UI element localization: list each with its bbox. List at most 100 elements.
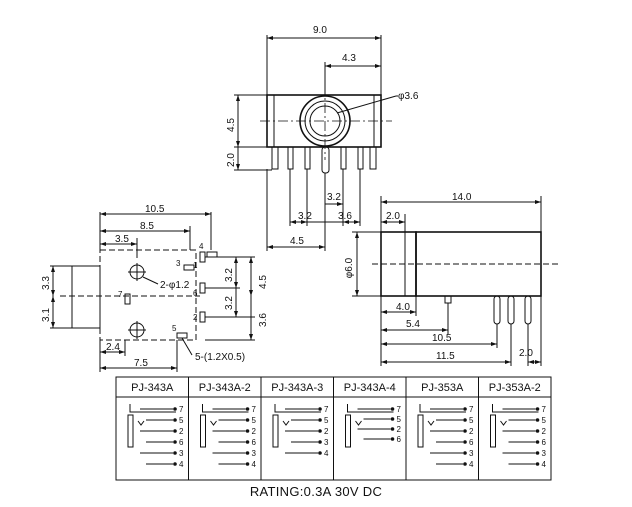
pin-dot (535, 407, 540, 411)
pin-number: 5 (324, 416, 329, 425)
pin-dot (463, 407, 467, 411)
sleeve-contact (200, 414, 206, 448)
pin-number: 1 (193, 261, 198, 270)
model-name: PJ-343A-3 (271, 382, 323, 394)
pin-dot (173, 451, 177, 455)
slot-label: 5-(1.2X0.5) (195, 352, 245, 363)
dim-lead: 2.0 (386, 211, 400, 222)
pin-dot (463, 418, 467, 422)
dim-d2: 5.4 (406, 319, 420, 330)
pin-number: 4 (179, 460, 184, 469)
pin-number: 5 (469, 416, 474, 425)
dim-pin-offset: 4.5 (290, 236, 304, 247)
dim-pitch-b: 3.2 (327, 192, 341, 203)
hole-label: 2-φ1.2 (160, 280, 190, 291)
pin-dot (535, 418, 540, 422)
pin-number: 3 (179, 449, 184, 458)
pin-number: 6 (252, 438, 257, 447)
sleeve-contact (345, 414, 351, 448)
pin-dot (245, 440, 250, 444)
dim-center-height: 4.5 (226, 118, 237, 132)
dim-hole-dia: φ3.6 (398, 91, 419, 102)
pin-number: 4 (199, 242, 204, 251)
dim-lower: 3.1 (41, 308, 52, 322)
model-name: PJ-343A-2 (199, 382, 251, 394)
pin-dot (463, 462, 467, 466)
dim-d1: 4.0 (396, 302, 410, 313)
dim-center-offset: 4.3 (342, 53, 356, 64)
dim-pitch-a: 3.2 (298, 211, 312, 222)
pin-number: 2 (324, 427, 329, 436)
side-view: 14.0 2.0 φ6.0 4.0 5.4 (344, 192, 560, 366)
dim-right-c: 3.6 (258, 313, 269, 327)
pin-dot (535, 429, 540, 433)
pin-number: 3 (176, 259, 181, 268)
pin-number: 5 (179, 416, 184, 425)
pin-dot (463, 451, 467, 455)
dim-pin-length: 2.0 (226, 153, 237, 167)
pin-dot (245, 451, 250, 455)
dim-gap: 2.4 (106, 342, 120, 353)
pin-number: 3 (542, 449, 547, 458)
dim-pitch-c: 3.6 (338, 211, 352, 222)
bottom-view: 10.5 8.5 3.5 3.3 3.1 2-φ1.2 (41, 204, 269, 372)
pin-dot (173, 418, 177, 422)
dim-d3: 10.5 (432, 333, 452, 344)
pin-number: 3 (324, 438, 329, 447)
pin-number: 2 (252, 427, 257, 436)
sleeve-contact (127, 414, 134, 448)
pin-number: 4 (252, 460, 257, 469)
pin-dot (173, 462, 177, 466)
pin-number: 6 (179, 438, 184, 447)
model-name: PJ-353A-2 (489, 382, 541, 394)
pin-dot (245, 462, 250, 466)
dim-width: 9.0 (313, 25, 327, 36)
pin-number: 7 (542, 405, 547, 414)
pin-number: 5 (252, 416, 257, 425)
model-name: PJ-343A-4 (344, 382, 396, 394)
pin-number: 5 (542, 416, 547, 425)
dim-height: 3.3 (41, 276, 52, 290)
sleeve-contact (490, 414, 496, 448)
pin-number: 7 (469, 405, 474, 414)
pin-number: 4 (542, 460, 547, 469)
dim-overall: 10.5 (145, 204, 165, 215)
pin-dot (318, 418, 322, 422)
dim-right-a: 3.2 (224, 268, 235, 282)
pin-number: 5 (397, 415, 402, 424)
pin-number: 7 (397, 405, 402, 414)
pin-number: 7 (118, 290, 123, 299)
pin-dot (318, 407, 322, 411)
pin-number: 2 (469, 427, 474, 436)
pin-dot (318, 440, 322, 444)
pin-number: 3 (252, 449, 257, 458)
pin-number: 4 (324, 449, 329, 458)
pin-dot (535, 440, 540, 444)
pin-number: 2 (542, 427, 547, 436)
rating-text: RATING:0.3A 30V DC (249, 484, 383, 499)
dim-dia: φ6.0 (344, 257, 355, 278)
pin-dot (173, 429, 177, 433)
dim-span-a: 8.5 (140, 221, 154, 232)
pin-dot (173, 440, 177, 444)
pin-number: 7 (324, 405, 329, 414)
sleeve-contact (417, 414, 424, 448)
pin-number: 4 (469, 460, 474, 469)
dim-d4: 11.5 (436, 351, 455, 362)
pin-dot (245, 407, 250, 411)
pin-number: 7 (252, 405, 257, 414)
pin-dot (318, 451, 322, 455)
pin-number: 7 (179, 405, 184, 414)
pin-dot (390, 417, 395, 421)
pin-dot (245, 418, 250, 422)
model-name: PJ-343A (131, 382, 174, 394)
dim-length: 14.0 (452, 192, 472, 203)
model-name: PJ-353A (421, 382, 464, 394)
pin-dot (535, 451, 540, 455)
pin-dot (390, 427, 395, 431)
pin-dot (463, 429, 467, 433)
front-view: 9.0 4.3 φ3.6 4.5 2.0 (226, 25, 419, 251)
pin-dot (245, 429, 250, 433)
pin-dot (463, 440, 467, 444)
